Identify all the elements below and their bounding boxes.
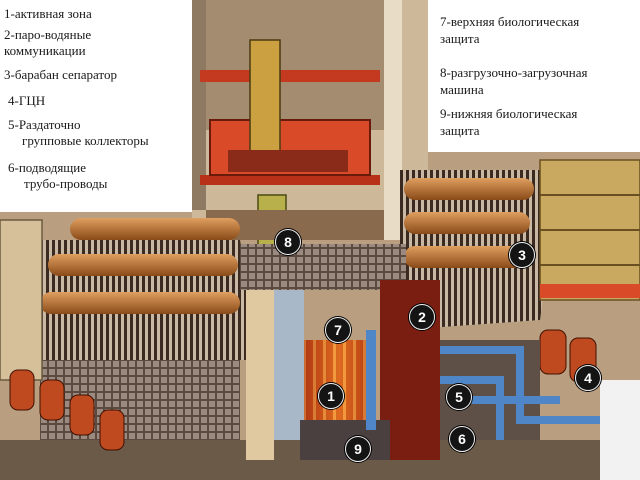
right-drum-1 bbox=[404, 178, 534, 200]
marker-7: 7 bbox=[325, 317, 351, 343]
core-glow bbox=[304, 340, 374, 420]
crane-tower bbox=[249, 39, 281, 171]
right-drum-2 bbox=[404, 212, 530, 234]
marker-8: 8 bbox=[275, 229, 301, 255]
legend-left-panel bbox=[0, 0, 192, 212]
legend-item-4: 4-ГЦН bbox=[8, 93, 46, 108]
legend-item-2: 2-паро-водяные bbox=[4, 27, 92, 42]
left-drum-1 bbox=[70, 218, 240, 240]
legend-item-8: 8-разгрузочно-загрузочная bbox=[440, 65, 588, 80]
top-shield-slab bbox=[240, 244, 406, 290]
legend-item-5-line2: групповые коллекторы bbox=[22, 133, 149, 148]
legend-item-3: 3-барабан сепаратор bbox=[4, 67, 117, 82]
marker-5: 5 bbox=[446, 384, 472, 410]
hall-left-wall bbox=[192, 0, 206, 210]
hall-back-wall bbox=[206, 0, 384, 130]
legend-item-9-line2: защита bbox=[440, 123, 480, 138]
marker-2: 2 bbox=[409, 304, 435, 330]
marker-4: 4 bbox=[575, 365, 601, 391]
legend-item-1: 1-активная зона bbox=[4, 6, 92, 21]
shaft-wall-left bbox=[246, 290, 274, 460]
marker-3: 3 bbox=[509, 242, 535, 268]
steel-channels bbox=[274, 290, 304, 440]
blue-pipework bbox=[430, 346, 600, 440]
left-drum-3 bbox=[40, 292, 240, 314]
legend-item-6: 6-подводящие bbox=[8, 160, 87, 175]
crane-beam-top bbox=[200, 70, 380, 82]
right-crane-rail bbox=[540, 284, 640, 298]
left-pump-group bbox=[9, 369, 125, 451]
crane-beam-bottom bbox=[200, 175, 380, 185]
legend-item-7: 7-верхняя биологическая bbox=[440, 14, 580, 29]
legend-item-9: 9-нижняя биологическая bbox=[440, 106, 578, 121]
legend-item-8-line2: машина bbox=[440, 82, 484, 97]
legend-item-7-line2: защита bbox=[440, 31, 480, 46]
hall-right-wall bbox=[384, 0, 402, 240]
legend-item-2-line2: коммуникации bbox=[4, 43, 86, 58]
marker-6: 6 bbox=[449, 426, 475, 452]
right-drum-3 bbox=[404, 246, 528, 268]
lower-right-panel bbox=[600, 380, 640, 480]
left-support-column bbox=[0, 219, 43, 381]
legend-item-6-line2: трубо-проводы bbox=[24, 176, 108, 191]
legend-item-5: 5-Раздаточно bbox=[8, 117, 81, 132]
legend-right-panel bbox=[428, 0, 640, 152]
marker-1: 1 bbox=[318, 383, 344, 409]
crane-hoist bbox=[228, 150, 348, 172]
blue-riser bbox=[366, 330, 376, 430]
left-drum-2 bbox=[48, 254, 238, 276]
marker-9: 9 bbox=[345, 436, 371, 462]
